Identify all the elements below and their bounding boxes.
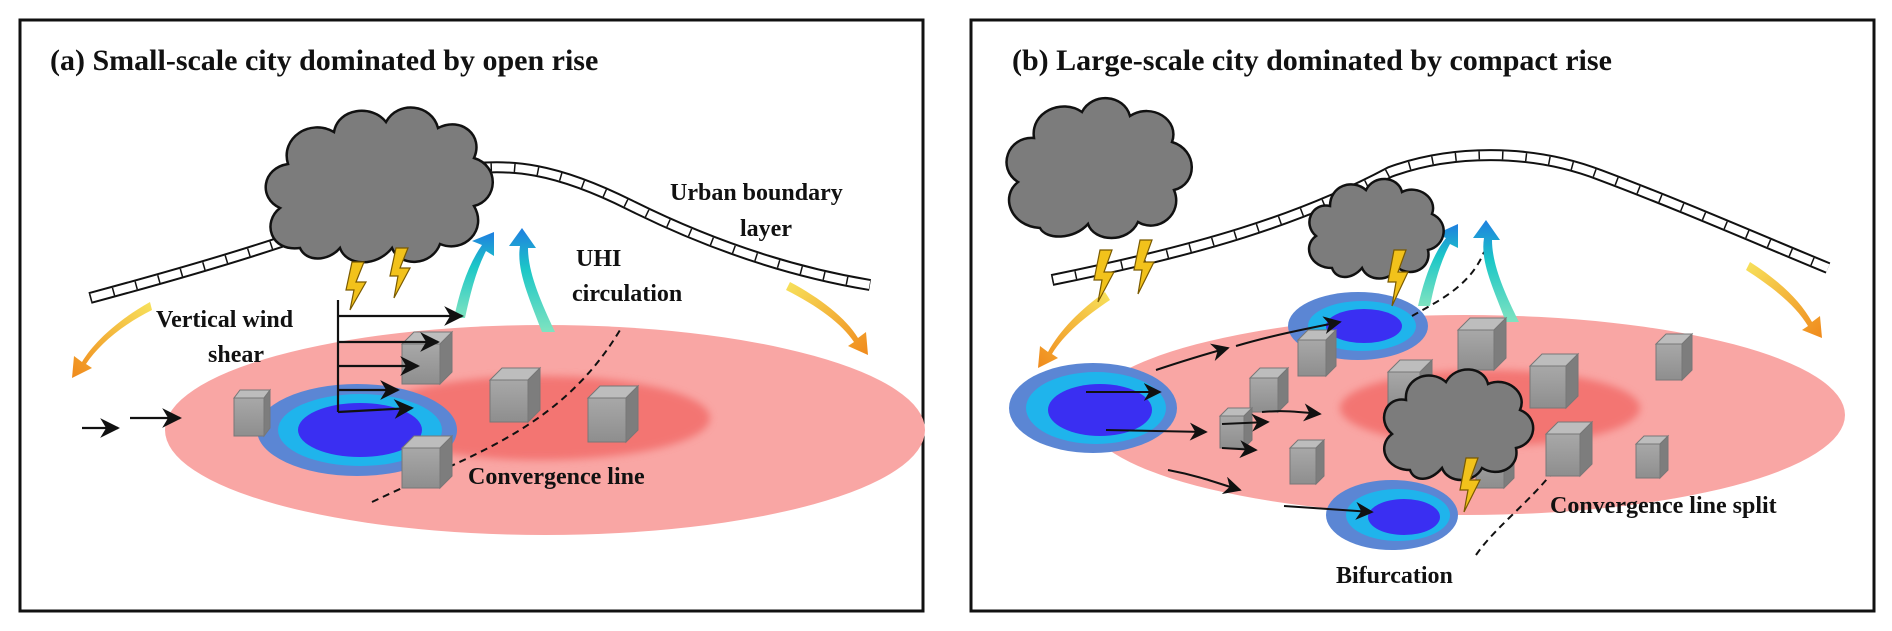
- building: [1634, 434, 1670, 480]
- building: [1248, 366, 1290, 414]
- building: [400, 434, 454, 490]
- building: [586, 384, 640, 444]
- building: [1654, 332, 1694, 382]
- building: [1456, 316, 1508, 372]
- updraft-arrows: [1418, 220, 1519, 322]
- convergence-line-north: [1411, 251, 1485, 317]
- convergence-line-split-label: Convergence line split: [1550, 493, 1777, 519]
- panel-b-title: (b) Large-scale city dominated by compac…: [1012, 44, 1612, 77]
- bifurcation-label: Bifurcation: [1336, 563, 1453, 589]
- lightning-bolt: [1093, 239, 1481, 513]
- updraft-arrows: [454, 228, 555, 332]
- storm-cell-south: [1326, 480, 1458, 550]
- thundercloud-north: [1307, 177, 1445, 280]
- flow-arrows: [1086, 316, 1374, 520]
- shear-label-line1: Vertical wind: [156, 307, 294, 333]
- building: [488, 366, 542, 424]
- building: [233, 388, 271, 438]
- building: [400, 330, 454, 386]
- uhi-label-line1: UHI: [576, 246, 621, 272]
- ubl-label-line2: layer: [740, 216, 792, 242]
- convergence-line-label: Convergence line: [468, 464, 645, 490]
- ubl-label-line1: Urban boundary: [670, 180, 843, 206]
- building: [1288, 438, 1326, 486]
- building: [1218, 406, 1254, 450]
- lightning-bolt: [345, 247, 411, 311]
- thundercloud-west: [1005, 96, 1193, 240]
- panel-a-title: (a) Small-scale city dominated by open r…: [50, 44, 598, 77]
- downdraft-right-arrow: [1746, 262, 1822, 338]
- thundercloud: [264, 106, 494, 264]
- downdraft-left-arrow: [72, 302, 152, 378]
- uhi-label-line2: circulation: [572, 281, 682, 307]
- buildings-a: [233, 330, 640, 490]
- storm-cell-west: [1009, 363, 1177, 453]
- panel-b: (b) Large-scale city dominated by compac…: [969, 18, 1876, 613]
- downdraft-right-arrow: [786, 282, 868, 355]
- wind-shear-profile: [336, 300, 464, 419]
- shear-label-line2: shear: [208, 342, 264, 368]
- downdraft-left-arrow: [1038, 292, 1110, 368]
- building: [1296, 328, 1338, 378]
- building: [1528, 352, 1580, 410]
- panel-a: (a) Small-scale city dominated by open r…: [18, 18, 925, 613]
- building: [1544, 420, 1594, 478]
